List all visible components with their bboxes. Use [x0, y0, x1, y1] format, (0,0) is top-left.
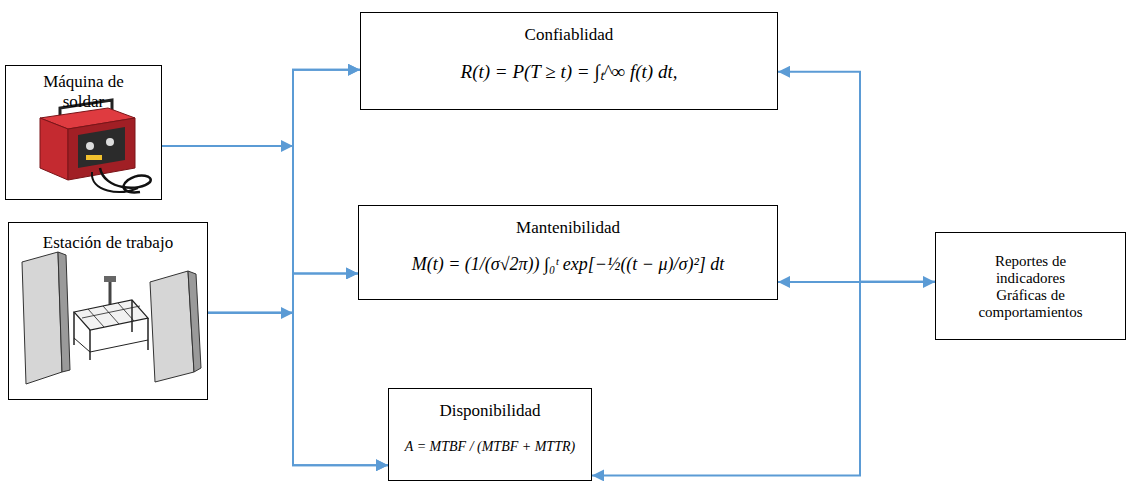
box-title: Máquina de soldar — [25, 72, 143, 111]
formula: A = MTBF / (MTBF + MTTR) — [405, 439, 575, 455]
formula: M(t) = (1/(σ√2π)) ∫₀ᵗ exp[−½((t − μ)/σ)²… — [412, 254, 725, 275]
connector-arrow — [778, 72, 935, 282]
report-text: Reportes de indicadores — [968, 253, 1093, 288]
formula: R(t) = P(T ≥ t) = ∫ₜ^∞ f(t) dt, — [461, 61, 678, 83]
connector-arrow — [208, 313, 388, 465]
equipment-box: Estación de trabajo — [8, 222, 208, 400]
indicator-box: Disponibilidad A = MTBF / (MTBF + MTTR) — [388, 388, 592, 481]
workstation-picture — [22, 252, 201, 384]
connector-arrow — [162, 146, 358, 273]
equipment-box: Máquina de soldar — [5, 65, 162, 200]
indicator-box: ConfiablidadR(t) = P(T ≥ t) = ∫ₜ^∞ f(t) … — [360, 12, 778, 110]
box-title: Mantenibilidad — [516, 218, 620, 238]
connector-arrow — [208, 273, 358, 312]
box-title: Disponibilidad — [439, 401, 540, 421]
report-box: Reportes de indicadoresGráficas de compo… — [935, 232, 1126, 340]
connector-arrow — [208, 70, 360, 313]
report-text: Gráficas de comportamientos — [968, 287, 1093, 322]
welding-machine-picture — [40, 100, 151, 192]
box-title: Estación de trabajo — [43, 233, 173, 253]
connector-arrow — [162, 146, 388, 465]
indicator-box: MantenibilidadM(t) = (1/(σ√2π)) ∫₀ᵗ exp[… — [358, 205, 778, 300]
box-title: Confiablidad — [525, 25, 614, 45]
connector-arrow — [162, 70, 360, 146]
connector-arrow — [592, 282, 935, 476]
